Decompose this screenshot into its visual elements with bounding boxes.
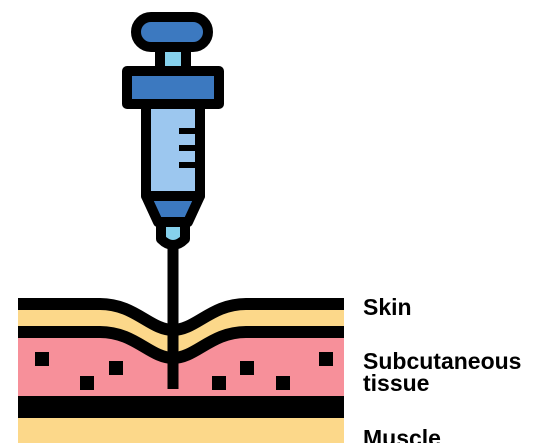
tissue-dot — [109, 361, 123, 375]
label-muscle-text: Muscle — [363, 425, 441, 443]
tissue-dot — [212, 376, 226, 390]
label-subcutaneous: Subcutaneous tissue — [363, 350, 521, 394]
tissue-dot — [80, 376, 94, 390]
tissue-dot — [276, 376, 290, 390]
tissue-dot — [35, 352, 49, 366]
label-skin-text: Skin — [363, 294, 412, 320]
tissue-dot — [240, 361, 254, 375]
label-skin: Skin — [363, 296, 412, 318]
tissue-layers-icon — [18, 304, 344, 443]
syringe-tip — [161, 222, 185, 245]
label-subcutaneous-line1: Subcutaneous — [363, 350, 521, 372]
label-subcutaneous-line2: tissue — [363, 372, 521, 394]
label-muscle: Muscle — [363, 427, 441, 443]
tissue-dot — [319, 352, 333, 366]
